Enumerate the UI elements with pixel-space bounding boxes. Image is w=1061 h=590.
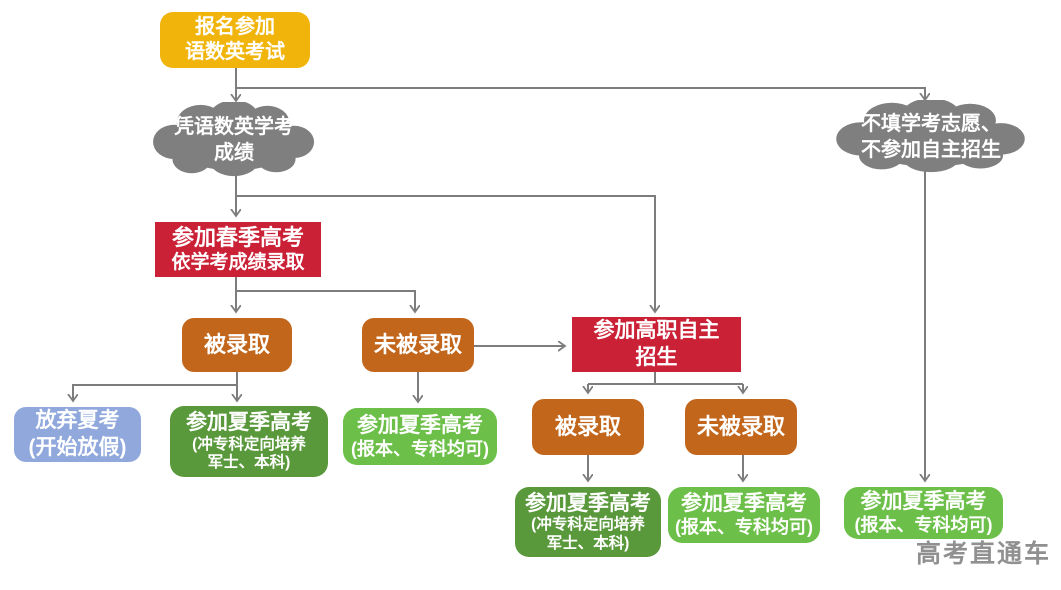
cloud-shape-icon [153, 102, 315, 177]
node-summer-after-fail-title: 参加夏季高考 [357, 413, 483, 437]
node-admitted-spring: 被录取 [182, 318, 292, 372]
node-admitted-vocational: 被录取 [532, 399, 644, 455]
node-summer-after-fail-sub1: (报本、专科均可) [351, 438, 489, 459]
node-summer-voc-fail-title: 参加夏季高考 [681, 492, 807, 516]
node-summer-after-admit-title: 参加夏季高考 [186, 411, 312, 435]
node-spring-exam: 参加春季高考 依学考成绩录取 [155, 222, 321, 277]
node-not-admitted-vocational-label: 未被录取 [696, 414, 785, 440]
node-summer-after-admit: 参加夏季高考 (冲专科定向培养 军士、本科) [170, 406, 328, 477]
node-cloud-use-scores-line1: 凭语数英学考 [174, 116, 294, 138]
connector-register-to-cloudright [236, 87, 925, 100]
node-summer-voc-admit-sub1: (冲专科定向培养 [531, 516, 645, 533]
connector-admitted-to-giveup [73, 384, 237, 401]
node-summer-voc-fail: 参加夏季高考 (报本、专科均可) [668, 487, 820, 543]
connector-spring-to-notadmitted [236, 290, 415, 312]
node-summer-voc-admit-title: 参加夏季高考 [525, 491, 651, 515]
node-vocational-recruitment-line2: 招生 [635, 345, 678, 369]
node-register-exam-line1: 报名参加 [195, 16, 275, 38]
node-cloud-use-scores: 凭语数英学考 成绩 [146, 102, 322, 178]
node-cloud-no-application-line2: 不参加自主招生 [861, 139, 1001, 161]
connector-vocational-stem [588, 372, 743, 385]
node-cloud-no-application-line1: 不填学考志愿、 [861, 113, 1001, 135]
node-summer-after-fail: 参加夏季高考 (报本、专科均可) [343, 408, 497, 465]
node-register-exam-line2: 语数英考试 [185, 41, 285, 63]
node-summer-voc-admit: 参加夏季高考 (冲专科定向培养 军士、本科) [515, 487, 661, 557]
node-spring-exam-line2: 依学考成绩录取 [171, 252, 305, 274]
node-cloud-use-scores-line2: 成绩 [214, 142, 254, 164]
node-admitted-vocational-label: 被录取 [554, 414, 621, 440]
node-summer-after-admit-sub2: 军士、本科) [207, 454, 291, 472]
node-spring-exam-line1: 参加春季高考 [171, 224, 304, 250]
node-register-exam: 报名参加 语数英考试 [160, 12, 310, 68]
node-not-admitted-spring-label: 未被录取 [373, 332, 462, 358]
node-cloud-no-application: 不填学考志愿、 不参加自主招生 [828, 100, 1034, 174]
node-vocational-recruitment: 参加高职自主 招生 [572, 317, 741, 372]
node-give-up-summer: 放弃夏考 (开始放假) [14, 407, 141, 462]
node-summer-no-voc-title: 参加夏季高考 [860, 490, 987, 514]
node-vocational-recruitment-line1: 参加高职自主 [593, 319, 720, 343]
node-give-up-summer-line2: (开始放假) [28, 435, 127, 459]
cloud-shape-icon [836, 100, 1025, 173]
node-summer-no-voc-sub1: (报本、专科均可) [854, 515, 993, 536]
node-summer-voc-admit-sub2: 军士、本科) [546, 534, 630, 552]
node-summer-no-voc: 参加夏季高考 (报本、专科均可) [844, 487, 1003, 539]
node-not-admitted-vocational: 未被录取 [685, 399, 797, 455]
node-summer-voc-fail-sub1: (报本、专科均可) [675, 517, 813, 538]
node-not-admitted-spring: 未被录取 [362, 318, 474, 372]
node-give-up-summer-line1: 放弃夏考 [35, 409, 120, 433]
node-admitted-spring-label: 被录取 [203, 332, 270, 358]
watermark-text: 高考直通车 [916, 540, 1052, 568]
node-summer-after-admit-sub1: (冲专科定向培养 [192, 435, 306, 453]
